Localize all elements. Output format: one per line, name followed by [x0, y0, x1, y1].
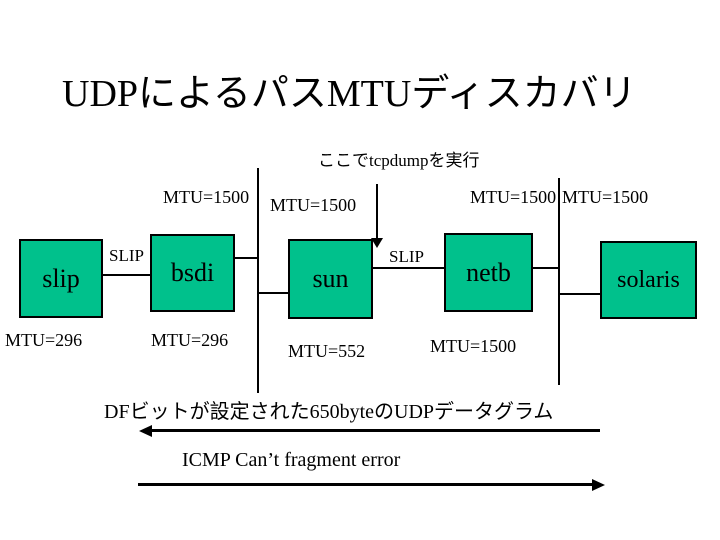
slide-title: UDPによるパスMTUディスカバリ — [62, 73, 637, 115]
datagram-direction-arrow-icon — [152, 429, 600, 432]
link-sun-netb — [373, 267, 444, 269]
mtu-label-bottom-bsdi: MTU=296 — [151, 330, 229, 350]
slip-link-label-right: SLIP — [389, 247, 424, 266]
icmp-error-caption: ICMP Can’t fragment error — [182, 449, 401, 471]
ethernet-bus-left — [257, 168, 259, 393]
node-solaris: solaris — [600, 241, 697, 319]
mtu-label-top-bsdi: MTU=1500 — [163, 187, 250, 207]
link-bsdi-bus — [235, 257, 259, 259]
mtu-label-bottom-slip: MTU=296 — [5, 330, 83, 350]
node-netb: netb — [444, 233, 533, 312]
link-bus-sun — [257, 292, 289, 294]
node-bsdi-label: bsdi — [170, 258, 215, 287]
mtu-label-top-solaris: MTU=1500 — [562, 187, 649, 207]
mtu-label-top-sun: MTU=1500 — [270, 195, 357, 215]
datagram-direction-arrowhead-icon — [139, 425, 152, 437]
link-netb-bus — [533, 267, 559, 269]
mtu-label-bottom-sun: MTU=552 — [288, 341, 366, 361]
node-netb-label: netb — [466, 257, 511, 287]
node-sun: sun — [288, 239, 373, 319]
link-slip-bsdi — [103, 274, 150, 276]
node-sun-label: sun — [312, 264, 349, 293]
node-bsdi: bsdi — [150, 234, 235, 312]
link-bus-solaris — [558, 293, 601, 295]
icmp-direction-arrowhead-icon — [592, 479, 605, 491]
icmp-direction-arrow-icon — [138, 483, 593, 486]
slip-link-label-left: SLIP — [109, 246, 144, 265]
node-slip-label: slip — [42, 263, 80, 293]
ethernet-bus-right — [558, 178, 560, 385]
tcpdump-pointer-arrowhead-icon — [371, 238, 383, 248]
datagram-caption: DFビットが設定された650byteのUDPデータグラム — [104, 401, 554, 423]
tcpdump-pointer-arrow-icon — [376, 184, 378, 239]
node-slip: slip — [19, 239, 103, 318]
mtu-label-top-netb: MTU=1500 — [470, 187, 557, 207]
mtu-label-bottom-netb: MTU=1500 — [430, 336, 517, 356]
tcpdump-caption: ここでtcpdumpを実行 — [318, 151, 480, 170]
node-solaris-label: solaris — [617, 266, 680, 293]
